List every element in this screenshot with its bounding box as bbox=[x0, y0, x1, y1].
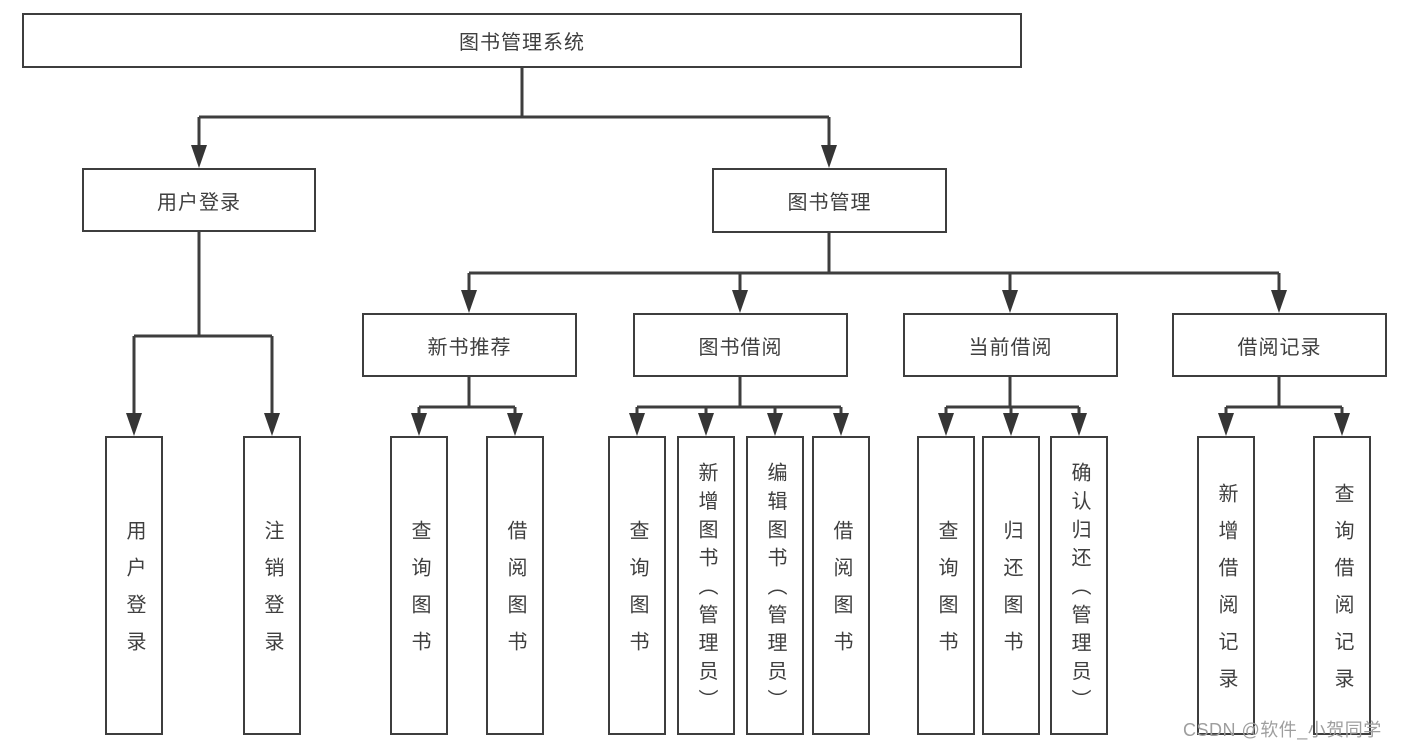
leaf-label: 查询图书 bbox=[626, 520, 648, 668]
arrow-down-icon bbox=[461, 290, 477, 313]
leaf-return-books: 归还图书 bbox=[982, 436, 1040, 735]
arrow-down-icon bbox=[1218, 413, 1234, 436]
connector-currentborrow-to-leaves bbox=[944, 377, 1081, 418]
leaf-label: 注销登录 bbox=[261, 520, 283, 668]
leaf-logout: 注销登录 bbox=[243, 436, 301, 735]
node-label: 新书推荐 bbox=[427, 336, 512, 359]
connector-bookborrow-to-leaves bbox=[635, 377, 843, 418]
connector-root-to-level2 bbox=[197, 68, 831, 150]
node-label: 借阅记录 bbox=[1237, 336, 1322, 359]
leaf-edit-books-admin: 编辑图书（管理员） bbox=[746, 436, 804, 735]
arrow-down-icon bbox=[732, 290, 748, 313]
leaf-query-books-borrowing: 查询图书 bbox=[608, 436, 666, 735]
node-new-book-recommendation: 新书推荐 bbox=[362, 313, 577, 377]
node-label: 图书借阅 bbox=[698, 336, 783, 359]
node-label: 图书管理 bbox=[787, 192, 872, 214]
leaf-label: 借阅图书 bbox=[504, 520, 526, 668]
leaf-query-books-current: 查询图书 bbox=[917, 436, 975, 735]
leaf-label: 查询图书 bbox=[935, 520, 957, 668]
arrow-down-icon bbox=[1003, 413, 1019, 436]
node-book-borrowing: 图书借阅 bbox=[633, 313, 848, 377]
leaf-label: 查询图书 bbox=[408, 520, 430, 668]
leaf-label: 确认归还（管理员） bbox=[1068, 462, 1090, 718]
arrow-down-icon bbox=[767, 413, 783, 436]
leaf-query-borrow-record: 查询借阅记录 bbox=[1313, 436, 1371, 735]
arrow-down-icon bbox=[264, 413, 280, 436]
leaf-borrow-books-recommend: 借阅图书 bbox=[486, 436, 544, 735]
arrow-down-icon bbox=[1002, 290, 1018, 313]
connector-newbookrec-to-leaves bbox=[417, 377, 517, 418]
node-label: 当前借阅 bbox=[968, 336, 1053, 359]
arrow-down-icon bbox=[1334, 413, 1350, 436]
node-root-book-management-system: 图书管理系统 bbox=[22, 13, 1022, 68]
leaf-label: 借阅图书 bbox=[830, 520, 852, 668]
arrow-down-icon bbox=[698, 413, 714, 436]
arrow-down-icon bbox=[629, 413, 645, 436]
arrow-down-icon bbox=[1071, 413, 1087, 436]
connector-borrowrecords-to-leaves bbox=[1224, 377, 1344, 418]
arrow-down-icon bbox=[126, 413, 142, 436]
arrow-down-icon bbox=[1271, 290, 1287, 313]
node-current-borrowing: 当前借阅 bbox=[903, 313, 1118, 377]
arrow-down-icon bbox=[938, 413, 954, 436]
leaf-label: 用户登录 bbox=[123, 520, 145, 668]
leaf-label: 新增借阅记录 bbox=[1215, 483, 1237, 705]
connector-userlogin-to-leaves bbox=[132, 232, 274, 418]
node-book-management: 图书管理 bbox=[712, 168, 947, 233]
arrow-down-icon bbox=[821, 145, 837, 168]
node-user-login: 用户登录 bbox=[82, 168, 316, 232]
leaf-add-borrow-record: 新增借阅记录 bbox=[1197, 436, 1255, 735]
arrow-down-icon bbox=[507, 413, 523, 436]
leaf-label: 新增图书（管理员） bbox=[695, 462, 717, 718]
leaf-confirm-return-admin: 确认归还（管理员） bbox=[1050, 436, 1108, 735]
connector-bookmgmt-to-level3 bbox=[467, 233, 1281, 295]
arrow-down-icon bbox=[191, 145, 207, 168]
leaf-borrow-books: 借阅图书 bbox=[812, 436, 870, 735]
node-borrowing-records: 借阅记录 bbox=[1172, 313, 1387, 377]
leaf-add-books-admin: 新增图书（管理员） bbox=[677, 436, 735, 735]
leaf-label: 编辑图书（管理员） bbox=[764, 462, 786, 718]
node-label: 用户登录 bbox=[157, 191, 241, 214]
csdn-watermark: CSDN @软件_小贺同学 bbox=[1183, 720, 1382, 740]
leaf-label: 查询借阅记录 bbox=[1331, 483, 1353, 705]
node-label: 图书管理系统 bbox=[459, 32, 585, 54]
arrow-down-icon bbox=[411, 413, 427, 436]
leaf-user-login: 用户登录 bbox=[105, 436, 163, 735]
leaf-query-books-recommend: 查询图书 bbox=[390, 436, 448, 735]
arrow-down-icon bbox=[833, 413, 849, 436]
leaf-label: 归还图书 bbox=[1000, 520, 1022, 668]
